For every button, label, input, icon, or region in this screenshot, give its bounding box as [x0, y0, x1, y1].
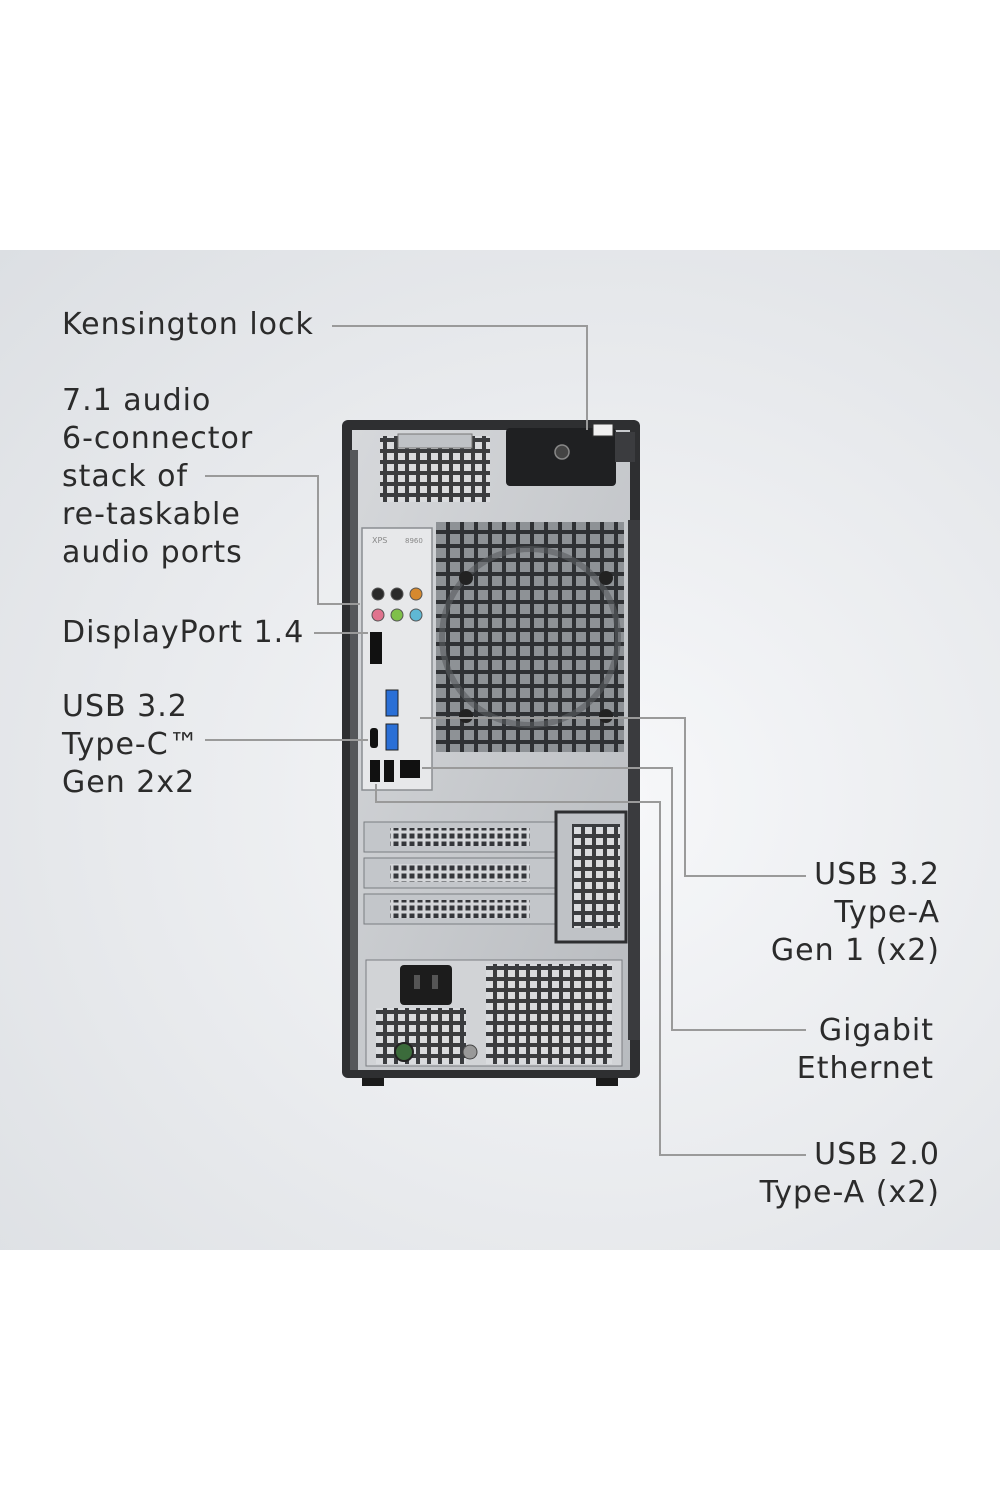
callout-displayport: DisplayPort 1.4: [62, 615, 305, 650]
leader-audio: [205, 475, 360, 605]
displayport: [370, 632, 382, 664]
io-model: 8960: [405, 537, 423, 545]
power-supply: [365, 959, 623, 1067]
ethernet-port: [400, 760, 420, 778]
callout-usb-a-gen1: USB 3.2 Type-A Gen 1 (x2): [770, 857, 940, 968]
leader-kensington: [332, 325, 588, 430]
leader-usb2: [375, 784, 806, 1156]
callout-ethernet: Gigabit Ethernet: [796, 1013, 934, 1086]
callout-audio: 7.1 audio 6-connector stack of re-taskab…: [62, 383, 254, 570]
usb2-port: [384, 760, 394, 782]
io-panel: XPS 8960: [361, 527, 433, 791]
usb2-port: [370, 760, 380, 782]
usb-c-port: [370, 728, 378, 748]
leader-ethernet: [422, 767, 806, 1031]
callout-usb2: USB 2.0 Type-A (x2): [759, 1137, 940, 1210]
io-brand: XPS: [372, 536, 387, 545]
power-connector: [400, 965, 452, 1005]
leader-usb-a-gen1: [420, 717, 806, 877]
fan-grill: [436, 522, 624, 752]
audio-jacks: [371, 587, 423, 622]
callout-usb-c: USB 3.2 Type-C™ Gen 2x2: [62, 689, 200, 800]
callout-kensington-lock: Kensington lock: [62, 307, 314, 342]
leader-lines: [205, 325, 806, 1156]
usb3-type-a-port: [385, 689, 399, 717]
expansion-slots: [363, 810, 628, 944]
usb3-type-a-port: [385, 723, 399, 751]
